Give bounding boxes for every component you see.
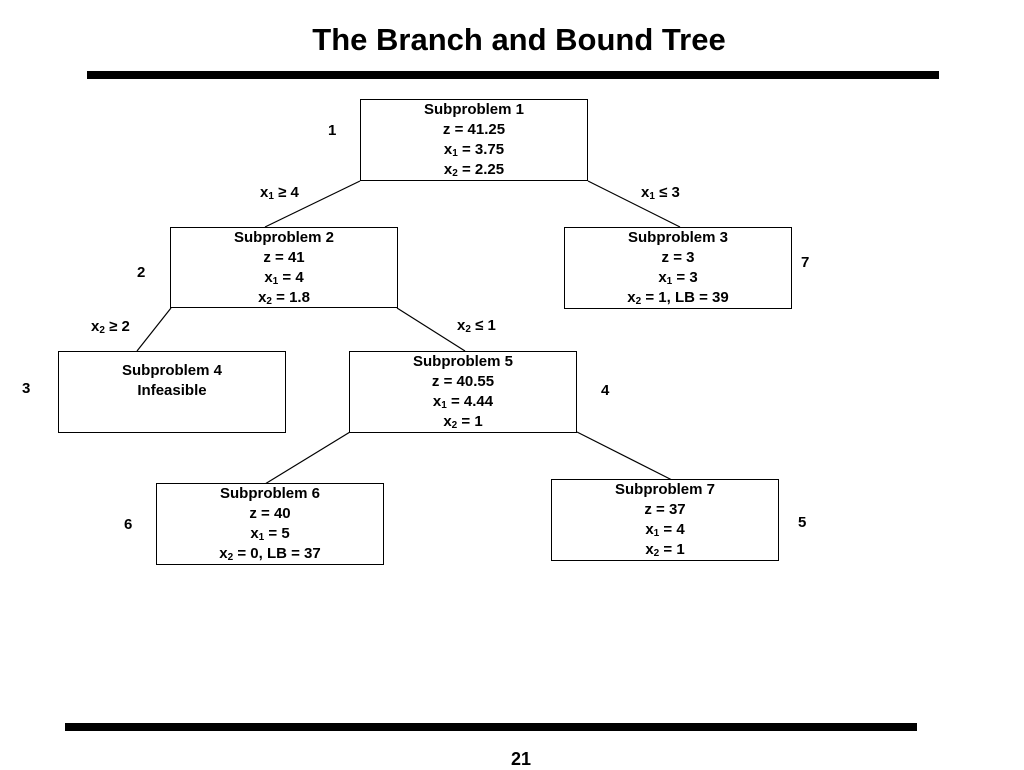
edge-1-3 [587, 180, 681, 228]
node-objective: z = 3 [661, 249, 695, 266]
subproblem-3-node: Subproblem 3 z = 3 x1 = 3 x2 = 1, LB = 3… [564, 227, 792, 309]
edge-5-6 [264, 431, 351, 485]
slide-title: The Branch and Bound Tree [312, 22, 726, 57]
page-number: 21 [510, 749, 532, 769]
node-title: Subproblem 3 [627, 229, 728, 246]
order-label: 7 [801, 254, 810, 271]
node-objective: z = 40 [249, 505, 291, 522]
subproblem-6-node: Subproblem 6 z = 40 x1 = 5 x2 = 0, LB = … [156, 483, 384, 565]
order-label: 3 [22, 380, 31, 397]
node-objective: z = 40.55 [431, 373, 495, 390]
order-label: 5 [798, 514, 807, 531]
bottom-rule [65, 723, 917, 731]
subproblem-5-node: Subproblem 5 z = 40.55 x1 = 4.44 x2 = 1 [349, 351, 577, 433]
subproblem-7-node: Subproblem 7 z = 37 x1 = 4 x2 = 1 [551, 479, 779, 561]
node-x2: x2 = 0, LB = 37 [219, 545, 321, 563]
node-title: Subproblem 1 [423, 101, 524, 118]
edge-5-7 [576, 431, 673, 481]
node-title: Subproblem 2 [233, 229, 334, 246]
order-label: 6 [124, 516, 133, 533]
node-x1: x1 = 3 [658, 269, 698, 287]
node-objective: z = 37 [644, 501, 686, 518]
subproblem-1-node: Subproblem 1 z = 41.25 x1 = 3.75 x2 = 2.… [360, 99, 588, 181]
node-x1: x1 = 4.44 [432, 393, 494, 411]
node-x2: x2 = 1, LB = 39 [627, 289, 729, 307]
edge-2-4 [136, 307, 172, 352]
branch-label-x1-le-3: x1 ≤ 3 [641, 184, 680, 202]
node-x1: x1 = 5 [250, 525, 290, 543]
branch-label-x1-ge-4: x1 ≥ 4 [260, 184, 299, 202]
node-x2: x2 = 2.25 [443, 161, 505, 179]
node-objective: z = 41.25 [442, 121, 506, 138]
top-rule [87, 71, 939, 79]
subproblem-2-node: Subproblem 2 z = 41 x1 = 4 x2 = 1.8 [170, 227, 398, 308]
order-label: 1 [328, 122, 337, 139]
node-x1: x1 = 4 [645, 521, 685, 539]
node-x2: x2 = 1.8 [258, 289, 310, 307]
node-title: Subproblem 7 [614, 481, 715, 498]
order-label: 4 [601, 382, 610, 399]
branch-label-x2-le-1: x2 ≤ 1 [457, 317, 496, 335]
subproblem-4-node: Subproblem 4 Infeasible [58, 351, 286, 433]
edge-1-2 [264, 180, 361, 228]
node-x1: x1 = 3.75 [443, 141, 505, 159]
edge-2-5 [396, 307, 466, 352]
node-x2: x2 = 1 [443, 413, 483, 431]
node-objective: z = 41 [263, 249, 305, 266]
node-x2: x2 = 1 [645, 541, 685, 559]
node-status: Infeasible [137, 382, 207, 399]
order-label: 2 [137, 264, 146, 281]
branch-label-x2-ge-2: x2 ≥ 2 [91, 318, 130, 336]
node-title: Subproblem 4 [121, 362, 222, 379]
node-x1: x1 = 4 [264, 269, 304, 287]
node-title: Subproblem 5 [412, 353, 513, 370]
node-title: Subproblem 6 [219, 485, 320, 502]
